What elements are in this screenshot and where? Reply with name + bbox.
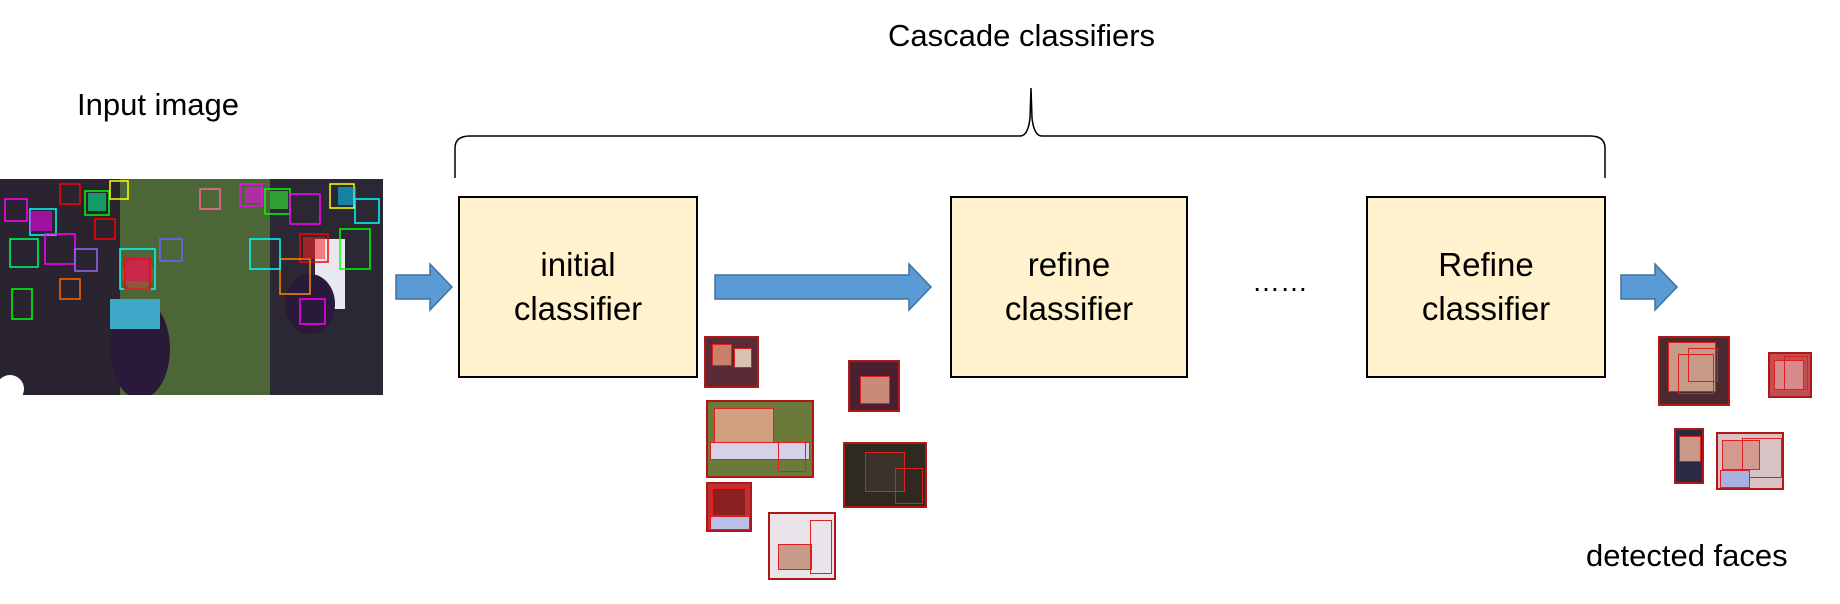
rejected-patch <box>848 360 900 412</box>
stage-box-refine-classifier: refine classifier <box>950 196 1188 378</box>
stage-label: Refine classifier <box>1421 246 1551 327</box>
input-image-label: Input image <box>77 87 239 122</box>
arrow-initial-to-refine <box>714 262 933 312</box>
stage-box-initial-classifier: initial classifier <box>458 196 698 378</box>
input-image-scene <box>0 179 383 395</box>
stage-label: initial classifier <box>513 246 643 327</box>
arrow-input-to-initial <box>395 262 454 312</box>
rejected-patch <box>706 400 814 478</box>
input-image <box>0 179 383 395</box>
rejected-patch <box>704 336 759 388</box>
detected-faces-label: detected faces <box>1586 538 1788 573</box>
detected-face-patch <box>1716 432 1784 490</box>
stage-ellipsis: …… <box>1252 266 1308 297</box>
rejected-patch <box>768 512 836 580</box>
detected-face-patch <box>1674 428 1704 484</box>
arrow-to-detected-faces <box>1620 262 1679 312</box>
rejected-patch <box>706 482 752 532</box>
rejected-patch <box>843 442 927 508</box>
stage-label: refine classifier <box>1004 246 1134 327</box>
cascade-title: Cascade classifiers <box>888 18 1156 53</box>
detected-face-patch <box>1768 352 1812 398</box>
detected-face-patch <box>1658 336 1730 406</box>
stage-box-final-refine-classifier: Refine classifier <box>1366 196 1606 378</box>
